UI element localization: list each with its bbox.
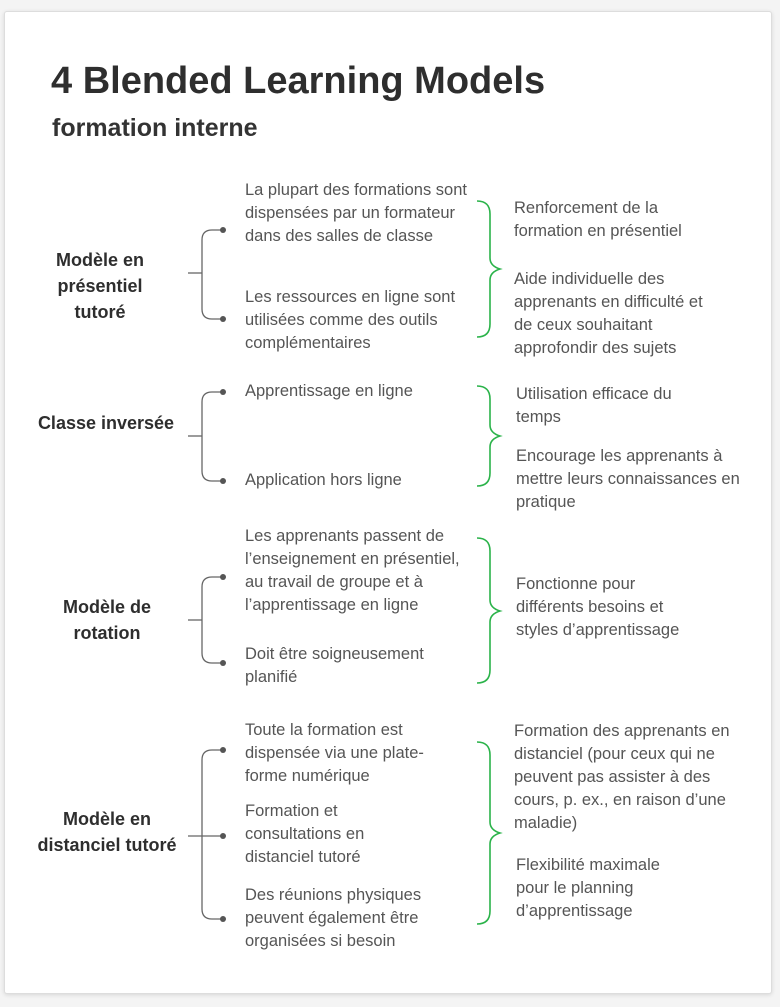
model-benefit: Formation des apprenants en distanciel (… [514, 722, 730, 832]
model-item: Doit être soigneusement planifié [245, 645, 424, 686]
model-name: Modèle de rotation [62, 597, 151, 643]
model-benefit: Flexibilité maximale pour le planning d’… [516, 856, 660, 920]
model-benefit: Renforcement de la formation en présenti… [514, 199, 682, 240]
model-item: Toute la formation est dispensée via une… [245, 721, 424, 785]
model-name: Classe inversée [37, 413, 175, 433]
model-item: Formation et consultations en distanciel… [245, 802, 365, 866]
page-subtitle: formation interne [52, 114, 258, 142]
model-item: La plupart des formations sont dispensée… [245, 181, 467, 245]
model-item: Les apprenants passent de l’enseignement… [245, 527, 460, 614]
model-item: Les ressources en ligne sont utilisées c… [245, 288, 456, 352]
model-benefit: Aide individuelle des apprenants en diff… [514, 270, 703, 357]
model-item: Apprentissage en ligne [245, 382, 413, 400]
model-item: Des réunions physiques peuvent également… [245, 886, 422, 950]
model-item: Application hors ligne [245, 471, 402, 489]
model-name: Modèle en présentiel tutoré [55, 250, 144, 322]
model-benefit: Utilisation efficace du temps [516, 385, 672, 426]
infographic-card [4, 11, 772, 994]
page-title: 4 Blended Learning Models [51, 60, 546, 102]
model-benefit: Encourage les apprenants à mettre leurs … [516, 447, 740, 511]
model-benefit: Fonctionne pour différents besoins et st… [516, 575, 680, 639]
model-name: Modèle en distanciel tutoré [37, 809, 177, 855]
